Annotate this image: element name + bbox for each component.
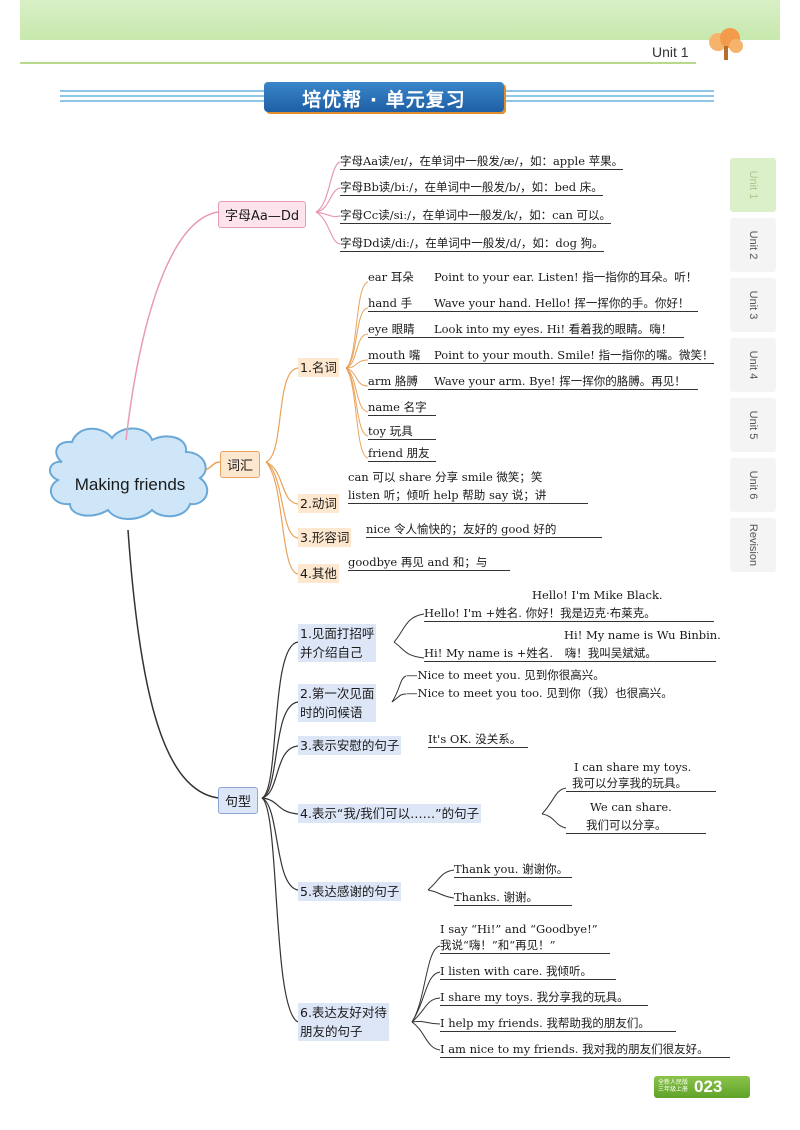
tree-icon xyxy=(709,28,743,60)
sentence-group-label: 3.表示安慰的句子 xyxy=(298,736,402,755)
branch-vocab: 词汇 xyxy=(220,451,261,478)
group-label-line: 1.见面打招呼 xyxy=(300,626,375,641)
verbs-line: can 可以 share 分享 smile 微笑；笑 xyxy=(348,470,543,484)
tab-unit-4[interactable]: Unit 4 xyxy=(730,338,776,392)
tab-label: Unit 6 xyxy=(747,470,759,500)
tab-label: Unit 2 xyxy=(747,230,759,260)
letter-item: 字母Dd读/diː/，在单词中一般发/d/，如：dog 狗。 xyxy=(340,236,604,252)
friendly-zh: 我说“嗨！”和“再见！” xyxy=(440,938,610,954)
noun-sentence: Wave your hand. Hello! 挥一挥你的手。你好！ xyxy=(434,296,690,310)
noun-sentence: Wave your arm. Bye! 挥一挥你的胳膊。再见！ xyxy=(434,374,686,388)
title-banner: 培优帮 · 单元复习 xyxy=(264,82,504,112)
top-band xyxy=(20,0,780,40)
page-number: 023 xyxy=(694,1077,723,1096)
noun-row: eye 眼睛 Look into my eyes. Hi! 看着我的眼睛。嗨！ xyxy=(368,322,684,338)
sentence-group-label: 4.表示“我/我们可以……”的句子 xyxy=(298,804,482,823)
unit-tabs: Unit 1 Unit 2 Unit 3 Unit 4 Unit 5 Unit … xyxy=(730,158,776,578)
pattern: Hi! My name is +姓名. xyxy=(424,646,554,660)
tab-unit-3[interactable]: Unit 3 xyxy=(730,278,776,332)
noun-word: name 名字 xyxy=(368,400,436,416)
header-unit: Unit 1 xyxy=(652,44,689,60)
friendly-line: I help my friends. 我帮助我的朋友们。 xyxy=(440,1016,676,1032)
comfort-line: It's OK. 没关系。 xyxy=(428,732,528,748)
can-en: I can share my toys. xyxy=(574,760,692,774)
noun-word: eye 眼睛 xyxy=(368,322,415,336)
can-zh: 我可以分享我的玩具。 xyxy=(566,776,716,792)
sentence-group-label: 6.表达友好对待 朋友的句子 xyxy=(298,1003,389,1041)
example-en: Hi! My name is Wu Binbin. xyxy=(564,628,721,642)
footer-small-text: 全新人民版三年级上册 xyxy=(658,1079,689,1093)
thanks-line: Thank you. 谢谢你。 xyxy=(454,862,572,878)
noun-word: mouth 嘴 xyxy=(368,348,421,362)
letter-item: 字母Bb读/biː/，在单词中一般发/b/，如：bed 床。 xyxy=(340,180,603,196)
tab-revision[interactable]: Revision xyxy=(730,518,776,572)
friendly-en: I say “Hi!” and “Goodbye!” xyxy=(440,922,598,936)
noun-row: mouth 嘴 Point to your mouth. Smile! 指一指你的… xyxy=(368,348,714,364)
vocab-verbs-label: 2.动词 xyxy=(298,494,339,513)
tab-label: Revision xyxy=(747,523,759,567)
center-topic: Making friends xyxy=(74,475,186,494)
group-label-line: 朋友的句子 xyxy=(300,1024,363,1039)
group-label-line: 时的问候语 xyxy=(300,705,363,720)
tab-unit-1[interactable]: Unit 1 xyxy=(730,158,776,212)
tab-unit-5[interactable]: Unit 5 xyxy=(730,398,776,452)
vocab-others-label: 4.其他 xyxy=(298,564,339,583)
letter-item: 字母Cc读/siː/，在单词中一般发/k/，如：can 可以。 xyxy=(340,208,612,224)
verbs-line: listen 听；倾听 help 帮助 say 说；讲 xyxy=(348,488,588,504)
group-label-line: 并介绍自己 xyxy=(300,645,363,660)
section-title: 培优帮 · 单元复习 xyxy=(302,89,466,111)
vocab-nouns-label: 1.名词 xyxy=(298,358,339,377)
noun-sentence: Point to your mouth. Smile! 指一指你的嘴。微笑！ xyxy=(434,348,714,362)
branch-sentences: 句型 xyxy=(218,787,259,814)
sentence-group-label: 2.第一次见面 时的问候语 xyxy=(298,684,377,722)
tab-label: Unit 3 xyxy=(747,290,759,320)
adjectives-line: nice 令人愉快的；友好的 good 好的 xyxy=(366,522,602,538)
noun-row: ear 耳朵 Point to your ear. Listen! 指一指你的耳朵… xyxy=(368,270,708,285)
noun-row: arm 胳膊 Wave your arm. Bye! 挥一挥你的胳膊。再见！ xyxy=(368,374,698,390)
vocab-adjectives-label: 3.形容词 xyxy=(298,528,352,547)
thanks-line: Thanks. 谢谢。 xyxy=(454,890,572,906)
noun-sentence: Point to your ear. Listen! 指一指你的耳朵。听！ xyxy=(434,270,698,284)
group-label-line: 2.第一次见面 xyxy=(300,686,375,701)
tab-unit-2[interactable]: Unit 2 xyxy=(730,218,776,272)
friendly-line: I am nice to my friends. 我对我的朋友们很友好。 xyxy=(440,1042,730,1058)
branch-letters: 字母Aa—Dd xyxy=(218,201,307,228)
cloud-shape xyxy=(48,427,209,520)
others-line: goodbye 再见 and 和；与 xyxy=(348,555,510,571)
can-en: We can share. xyxy=(590,800,672,814)
page-number-badge: 全新人民版三年级上册 023 xyxy=(654,1076,750,1098)
pattern-row: Hello! I'm +姓名. 你好！我是迈克·布莱克。 xyxy=(424,606,714,622)
example-zh: 嗨！我叫吴斌斌。 xyxy=(564,646,657,660)
title-lines-right xyxy=(504,90,714,102)
noun-word: friend 朋友 xyxy=(368,446,436,462)
greeting-line: —Nice to meet you. 见到你很高兴。 xyxy=(406,668,605,682)
tab-label: Unit 4 xyxy=(747,350,759,380)
example-en: Hello! I'm Mike Black. xyxy=(532,588,663,602)
friendly-line: I share my toys. 我分享我的玩具。 xyxy=(440,990,648,1006)
pattern: Hello! I'm +姓名. xyxy=(424,606,522,620)
header-rule xyxy=(20,62,696,64)
tab-label: Unit 1 xyxy=(747,170,759,200)
title-lines-left xyxy=(60,90,264,102)
example-zh: 你好！我是迈克·布莱克。 xyxy=(525,606,656,620)
greeting-line: —Nice to meet you too. 见到你（我）也很高兴。 xyxy=(406,686,673,700)
group-label-line: 6.表达友好对待 xyxy=(300,1005,387,1020)
noun-sentence: Look into my eyes. Hi! 看着我的眼睛。嗨！ xyxy=(434,322,673,336)
noun-word: hand 手 xyxy=(368,296,413,310)
noun-word: ear 耳朵 xyxy=(368,270,414,284)
can-zh: 我们可以分享。 xyxy=(566,818,706,834)
tab-unit-6[interactable]: Unit 6 xyxy=(730,458,776,512)
noun-row: hand 手 Wave your hand. Hello! 挥一挥你的手。你好！ xyxy=(368,296,698,312)
noun-word: arm 胳膊 xyxy=(368,374,418,388)
letter-item: 字母Aa读/eɪ/，在单词中一般发/æ/，如：apple 苹果。 xyxy=(340,154,624,170)
noun-word: toy 玩具 xyxy=(368,424,436,440)
pattern-row: Hi! My name is +姓名. 嗨！我叫吴斌斌。 xyxy=(424,646,716,662)
sentence-group-label: 1.见面打招呼 并介绍自己 xyxy=(298,624,377,662)
tab-label: Unit 5 xyxy=(747,410,759,440)
sentence-group-label: 5.表达感谢的句子 xyxy=(298,882,402,901)
friendly-line: I listen with care. 我倾听。 xyxy=(440,964,616,980)
